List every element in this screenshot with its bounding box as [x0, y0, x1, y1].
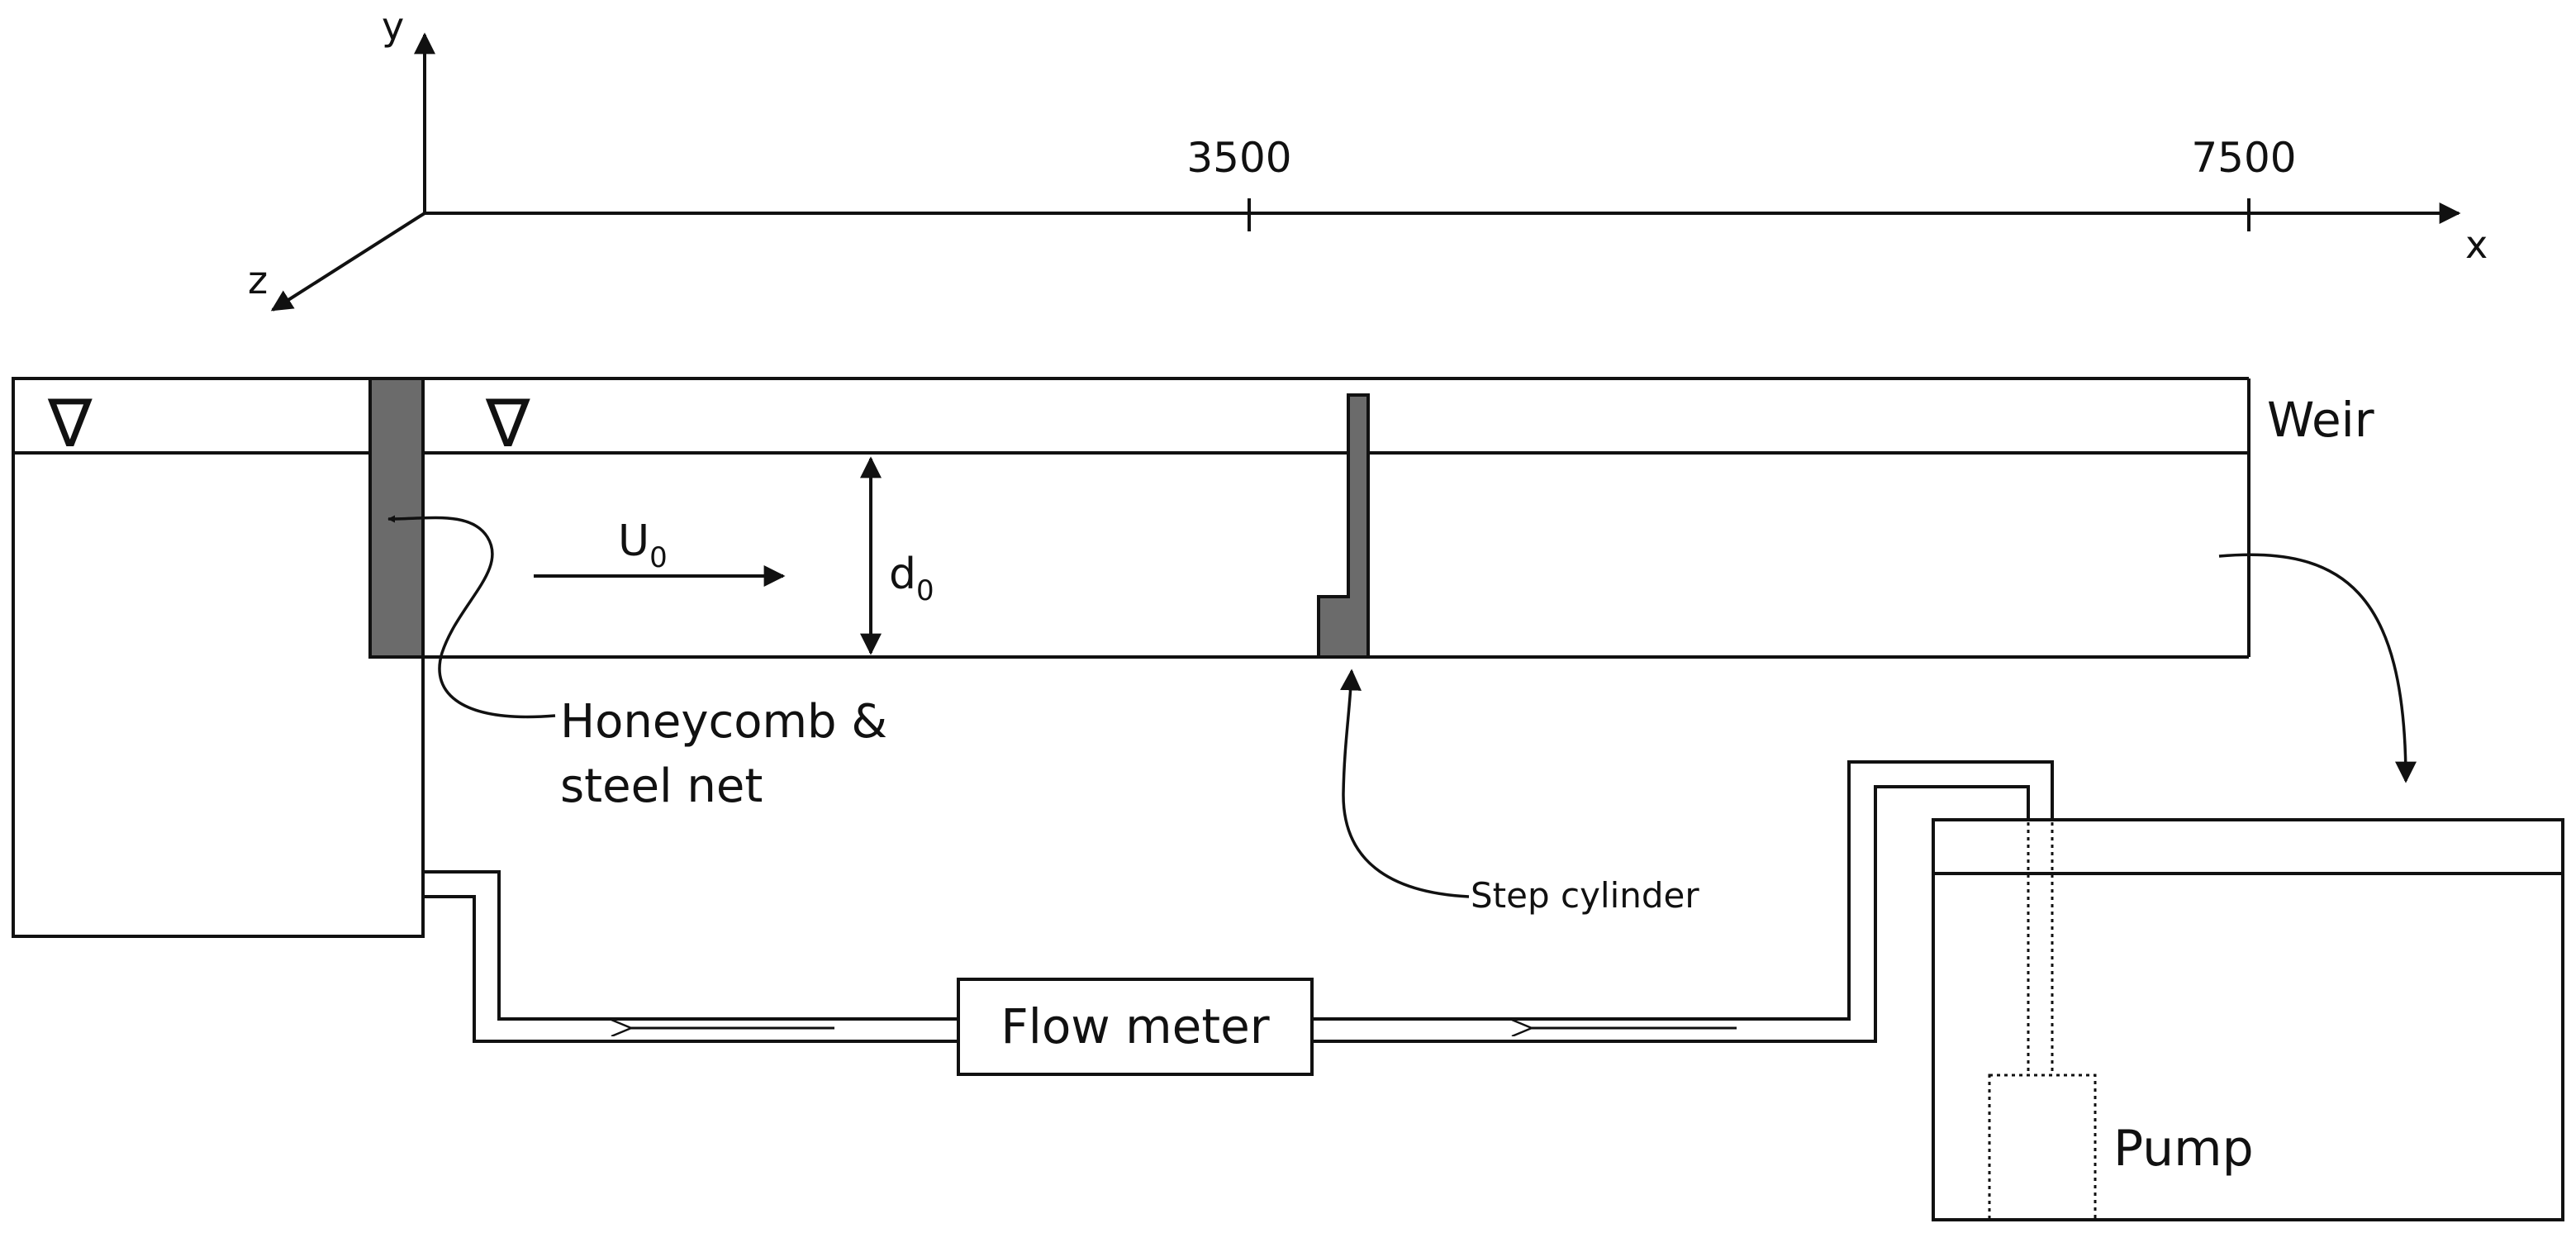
step-cylinder-shape [1317, 393, 1370, 659]
return-pipe-left-inner-wall [423, 895, 958, 1043]
sump-tank-outline [1932, 818, 2564, 1221]
return-pipe-left-outer-wall [423, 870, 958, 1021]
z-axis [270, 212, 426, 312]
return-pipe [423, 760, 2054, 1043]
y-axis-label: y [382, 4, 404, 49]
d0-main: d [889, 550, 916, 599]
u0-label: U0 [618, 517, 668, 574]
d0-label: d0 [889, 550, 934, 607]
honeycomb-steel-net: Honeycomb & steel net [368, 377, 887, 813]
weir-label: Weir [2267, 392, 2374, 448]
flow-meter: Flow meter [957, 978, 1314, 1076]
flume-water-level-symbol: ∇ [485, 385, 530, 462]
d0-subscript: 0 [916, 574, 934, 607]
flow-meter-box [957, 978, 1314, 1076]
flow-indicators: U0 d0 [534, 456, 934, 655]
return-pipe-outer-wall [1312, 760, 2054, 1021]
upstream-tank-outline [12, 377, 425, 938]
pump-label: Pump [2113, 1120, 2254, 1178]
step-cylinder-pointer-arrow [1340, 669, 1470, 898]
pump: Pump [1988, 785, 2254, 1221]
step-cylinder: Step cylinder [1317, 393, 1699, 916]
return-pipe-inner-wall [1312, 785, 2030, 1043]
tick-label-3500: 3500 [1186, 134, 1291, 182]
upstream-tank: ∇ [12, 377, 425, 938]
honeycomb-label-line1: Honeycomb & [560, 695, 887, 749]
pump-body [1988, 1074, 2097, 1221]
flow-meter-label: Flow meter [1000, 998, 1269, 1054]
upstream-water-level-symbol: ∇ [47, 385, 93, 462]
sump-tank [1932, 818, 2564, 1221]
u0-main: U [618, 517, 649, 566]
flume-channel: ∇ Weir [368, 377, 2374, 659]
coordinate-axes: y x z 3500 7500 [248, 4, 2488, 312]
x-axis-label: x [2465, 222, 2488, 267]
honeycomb-pointer-arrow [387, 515, 556, 719]
z-axis-label: z [248, 258, 268, 302]
step-cylinder-label: Step cylinder [1471, 875, 1699, 916]
honeycomb-label-line2: steel net [560, 759, 763, 813]
weir-overflow-arrow [2218, 553, 2417, 783]
u0-subscript: 0 [649, 541, 668, 574]
tick-label-7500: 7500 [2191, 134, 2296, 182]
